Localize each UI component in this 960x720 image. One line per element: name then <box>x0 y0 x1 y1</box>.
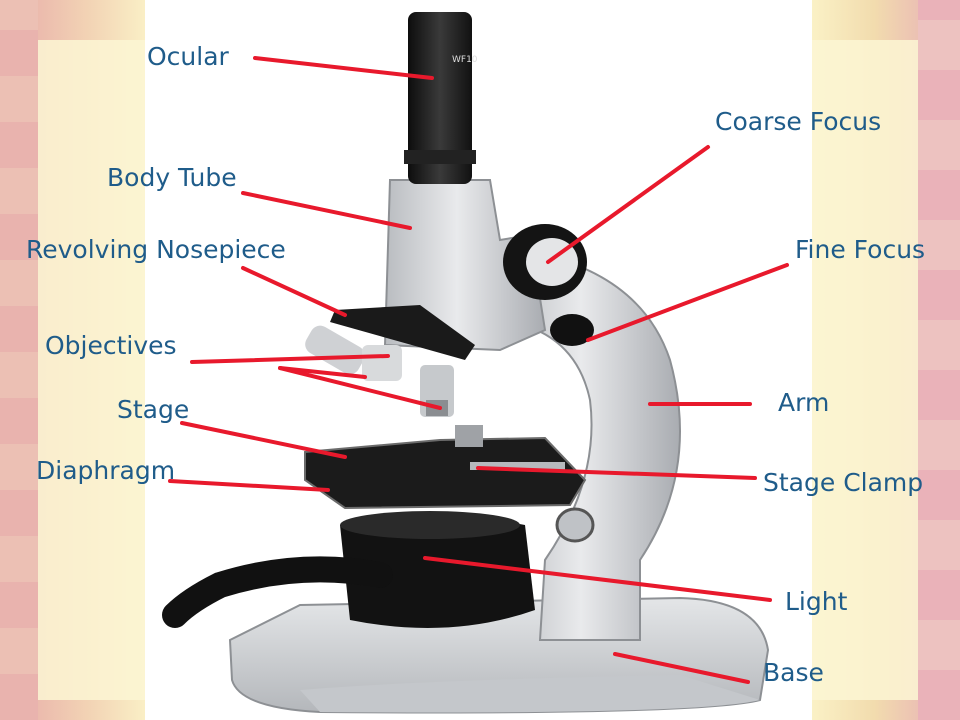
label-stage: Stage <box>117 395 190 424</box>
stage-plate <box>304 436 587 510</box>
background-left-tiles <box>0 0 38 720</box>
ocular-ring <box>404 150 476 164</box>
power-cord <box>162 556 393 628</box>
microscope-arm <box>498 248 681 641</box>
light-housing <box>340 515 535 628</box>
eyepiece-marking: WF10 <box>452 55 478 65</box>
label-diaphragm: Diaphragm <box>36 456 176 485</box>
leader-line-objectives-1 <box>190 354 390 364</box>
leader-line-stage <box>180 421 347 459</box>
leader-line-fine-focus <box>586 263 789 342</box>
background-right-tiles <box>918 0 960 720</box>
ocular-tube <box>408 12 472 184</box>
label-objectives: Objectives <box>45 331 177 360</box>
leader-line-coarse-focus <box>546 145 710 264</box>
condenser-knob <box>555 507 595 543</box>
leader-line-light <box>423 556 772 602</box>
leader-line-body-tube <box>241 191 412 230</box>
leader-line-revolving-nosepiece <box>241 266 347 317</box>
label-body-tube: Body Tube <box>107 163 237 192</box>
leader-line-stage-clamp <box>476 466 757 480</box>
objective-left <box>305 325 365 375</box>
fine-focus-knob <box>550 314 594 346</box>
label-fine-focus: Fine Focus <box>795 235 926 264</box>
label-arm: Arm <box>778 388 830 417</box>
leader-line-base <box>613 652 750 684</box>
objective-middle <box>362 345 402 381</box>
nosepiece-plate <box>330 305 475 360</box>
label-ocular: Ocular <box>147 42 229 71</box>
label-revolving-nosepiece: Revolving Nosepiece <box>26 235 286 264</box>
microscope-base-front <box>300 675 760 713</box>
stage-clamp-bar <box>470 462 565 470</box>
label-base: Base <box>763 658 824 687</box>
leader-line-diaphragm <box>168 479 330 492</box>
microscope-illustration: WF10 <box>162 12 770 714</box>
stage-clip <box>455 425 483 447</box>
label-light: Light <box>785 587 848 616</box>
leader-line-objectives-3 <box>278 366 442 410</box>
label-coarse-focus: Coarse Focus <box>715 107 882 136</box>
diaphragm-ring <box>340 511 520 539</box>
label-stage-clamp: Stage Clamp <box>763 468 924 497</box>
leader-line-ocular <box>253 56 434 80</box>
